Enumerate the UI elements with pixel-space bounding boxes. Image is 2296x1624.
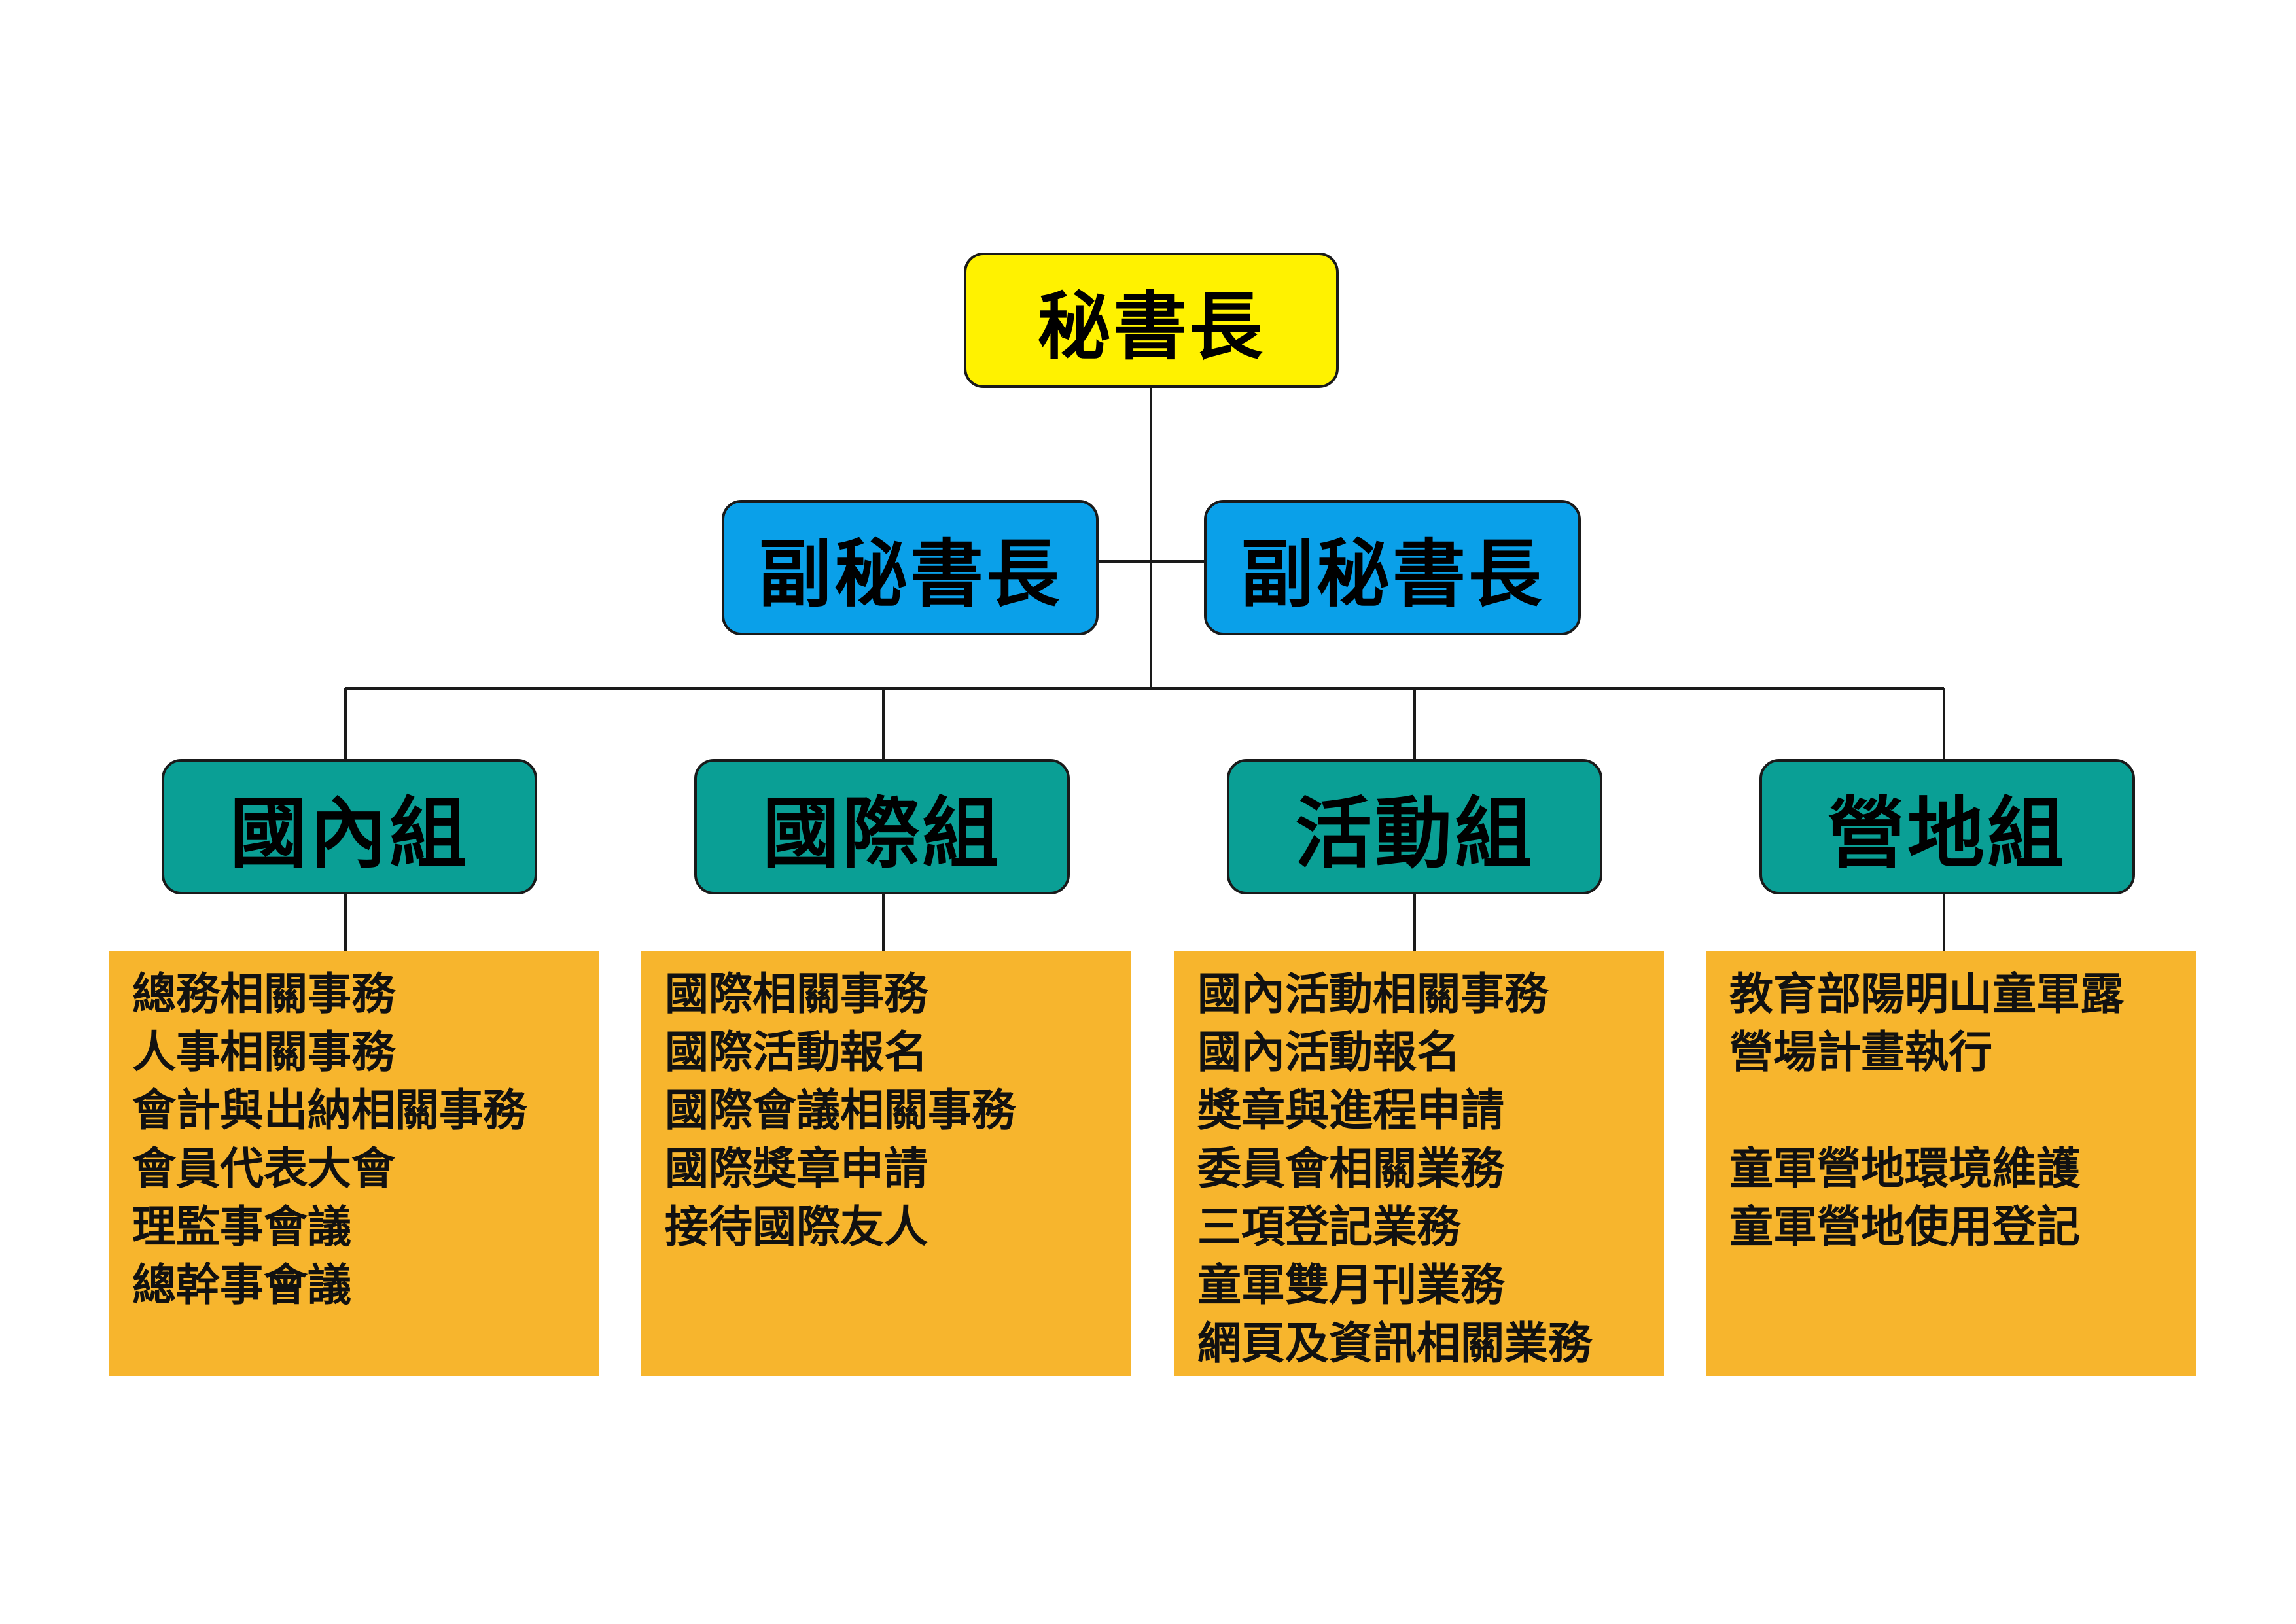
duty-item: 營場計畫執行 bbox=[1729, 1027, 1992, 1078]
duty-item: 總務相關事務 bbox=[132, 968, 395, 1019]
duty-item: 國際獎章申請 bbox=[665, 1143, 928, 1194]
duty-item: 童軍營地環境維護 bbox=[1729, 1143, 2080, 1194]
duty-item: 網頁及資訊相關業務 bbox=[1197, 1318, 1592, 1369]
duty-item: 童軍營地使用登記 bbox=[1729, 1201, 2080, 1252]
duty-item: 理監事會議 bbox=[132, 1201, 351, 1252]
group-box-domestic: 國內組 bbox=[162, 759, 537, 894]
deputy-secretary-general-box-right: 副秘書長 bbox=[1204, 500, 1581, 635]
duty-item: 國內活動報名 bbox=[1197, 1027, 1460, 1078]
group-box-international: 國際組 bbox=[694, 759, 1070, 894]
duty-item: 三項登記業務 bbox=[1197, 1201, 1460, 1252]
duties-list-international: 國際相關事務 國際活動報名 國際會議相關事務 國際獎章申請 接待國際友人 bbox=[641, 951, 1131, 1376]
duty-item: 國內活動相關事務 bbox=[1197, 968, 1548, 1019]
duty-item: 總幹事會議 bbox=[132, 1260, 351, 1311]
deputy-secretary-general-box-left: 副秘書長 bbox=[722, 500, 1099, 635]
duty-item: 國際活動報名 bbox=[665, 1027, 928, 1078]
duty-item: 童軍雙月刊業務 bbox=[1197, 1260, 1504, 1311]
duty-item: 會員代表大會 bbox=[132, 1143, 395, 1194]
duty-item: 國際會議相關事務 bbox=[665, 1085, 1016, 1136]
duty-item: 接待國際友人 bbox=[665, 1201, 928, 1252]
duty-item: 國際相關事務 bbox=[665, 968, 928, 1019]
secretary-general-box: 秘書長 bbox=[964, 253, 1339, 388]
duties-list-campsite: 教育部陽明山童軍露 營場計畫執行 童軍營地環境維護 童軍營地使用登記 bbox=[1706, 951, 2196, 1376]
duty-item-spacer bbox=[1729, 1082, 2196, 1140]
duties-list-domestic: 總務相關事務 人事相關事務 會計與出納相關事務 會員代表大會 理監事會議 總幹事… bbox=[109, 951, 599, 1376]
duty-item: 獎章與進程申請 bbox=[1197, 1085, 1504, 1136]
group-box-activities: 活動組 bbox=[1227, 759, 1602, 894]
group-box-campsite: 營地組 bbox=[1759, 759, 2135, 894]
duty-item: 委員會相關業務 bbox=[1197, 1143, 1504, 1194]
duty-item: 教育部陽明山童軍露 bbox=[1729, 968, 2124, 1019]
duty-item: 人事相關事務 bbox=[132, 1027, 395, 1078]
duties-list-activities: 國內活動相關事務 國內活動報名 獎章與進程申請 委員會相關業務 三項登記業務 童… bbox=[1174, 951, 1664, 1376]
duty-item: 會計與出納相關事務 bbox=[132, 1085, 527, 1136]
